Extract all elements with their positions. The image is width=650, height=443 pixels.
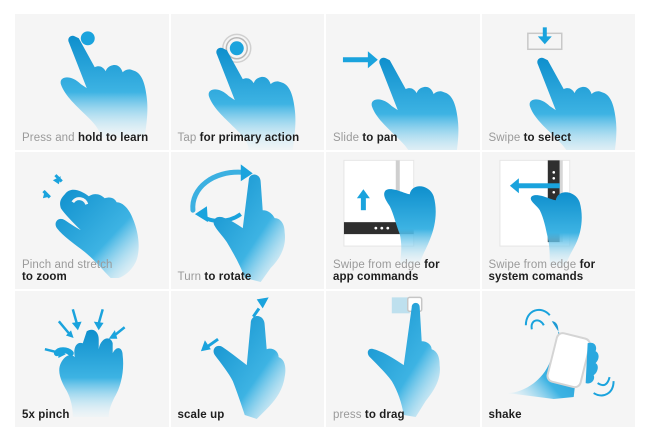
hand-5x-pinch-icon <box>44 308 126 417</box>
hand-press-icon <box>60 31 148 138</box>
gesture-card-shake: shake <box>481 290 635 427</box>
hand-drag-icon <box>367 296 440 417</box>
gesture-caption: Press and hold to learn <box>22 132 149 145</box>
gesture-card-five-pinch: 5x pinch <box>15 290 169 427</box>
gesture-caption: press to drag <box>333 408 405 421</box>
gesture-grid: Press and hold to learn Tap for primary … <box>15 14 635 427</box>
hand-swipe-select-icon <box>526 27 616 151</box>
gesture-card-scale-up: scale up <box>170 290 324 427</box>
hand-edge-system-icon <box>498 160 582 267</box>
gesture-caption: Pinch and stretch to zoom <box>22 258 113 283</box>
gesture-card-edge-system: Swipe from edge for system comands <box>481 152 635 289</box>
gesture-caption: scale up <box>177 408 225 421</box>
gesture-caption: 5x pinch <box>22 408 70 421</box>
gesture-caption: shake <box>488 408 522 421</box>
gesture-caption: Tap for primary action <box>177 132 300 145</box>
gesture-card-slide: Slide to pan <box>326 14 480 151</box>
gesture-caption: Swipe from edge for system comands <box>488 258 596 283</box>
hand-tap-icon <box>208 33 295 150</box>
gesture-card-turn: Turn to rotate <box>170 152 324 289</box>
gesture-caption: Slide to pan <box>333 132 398 145</box>
hand-pinch-icon <box>42 174 139 279</box>
hand-edge-app-icon <box>343 160 436 265</box>
gesture-caption: Swipe to select <box>488 132 572 145</box>
gesture-card-pinch-stretch: Pinch and stretch to zoom <box>15 152 169 289</box>
gesture-card-press-hold: Press and hold to learn <box>15 14 169 151</box>
hand-scale-up-icon <box>200 297 285 419</box>
hand-slide-icon <box>342 51 459 151</box>
gesture-caption: Turn to rotate <box>177 270 252 283</box>
gesture-caption: Swipe from edge for app commands <box>333 258 440 283</box>
hand-shake-icon <box>507 308 615 399</box>
gesture-card-press-drag: press to drag <box>326 290 480 427</box>
gesture-card-tap: Tap for primary action <box>170 14 324 151</box>
hand-rotate-icon <box>189 164 285 283</box>
gesture-card-edge-app: Swipe from edge for app commands <box>326 152 480 289</box>
gesture-card-swipe-select: Swipe to select <box>481 14 635 151</box>
